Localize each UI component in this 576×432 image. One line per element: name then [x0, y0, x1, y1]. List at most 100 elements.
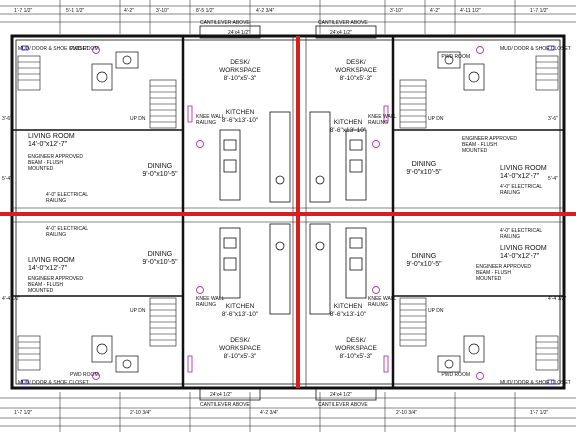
knee-wall-label-2: RAILING — [196, 120, 216, 126]
desk-label-2: WORKSPACE — [335, 345, 377, 352]
living-label: LIVING ROOM — [500, 165, 547, 172]
kitchen-dims: 8'-6"x13'-10" — [222, 117, 259, 124]
kitchen-label: KITCHEN — [226, 303, 255, 310]
desk-label-2: WORKSPACE — [335, 67, 377, 74]
dining-dims: 9'-0"x10'-5" — [406, 261, 442, 268]
beam-label-1: ENGINEER APPROVED — [28, 154, 83, 160]
kitchen-label: KITCHEN — [334, 119, 363, 126]
dining-label: DINING — [148, 251, 173, 258]
dining-label: DINING — [148, 163, 173, 170]
dining-dims: 9'-0"x10'-5" — [406, 169, 442, 176]
dim: 3'-10" — [390, 8, 403, 14]
dim: 1'-7 1/2" — [530, 8, 549, 14]
desk-label-2: WORKSPACE — [219, 67, 261, 74]
stair-note: UP DN — [428, 116, 444, 122]
kitchen-label: KITCHEN — [334, 303, 363, 310]
top-dimension-band — [0, 0, 576, 34]
knee-wall-label-1: KNEE WALL — [368, 296, 397, 302]
magenta-markers — [92, 46, 484, 380]
entry-label: MUD/ DOOR & SHOE CLOSET — [18, 46, 89, 52]
dim: 5'-1 1/2" — [66, 8, 85, 14]
dim: 1'-7 1/2" — [14, 8, 33, 14]
beam-label-2: BEAM - FLUSH — [28, 160, 63, 166]
beam-label-3: MOUNTED — [28, 166, 54, 172]
cantilever-label: CANTILEVER ABOVE — [318, 20, 368, 26]
side-dimension-text: 3'-6" 5'-4" 3'-6" 5'-4" 4'-4 1/2" 4'-4 1… — [2, 116, 567, 302]
living-label: LIVING ROOM — [28, 257, 75, 264]
dim: 4'-2 3/4" — [256, 8, 275, 14]
pwd-label: PWD ROOM — [70, 372, 99, 378]
cantilever-label: CANTILEVER ABOVE — [200, 402, 250, 408]
cantilever-label: CANTILEVER ABOVE — [318, 402, 368, 408]
electrical-label-2: RAILING — [46, 232, 66, 238]
entry-label: MUD/ DOOR & SHOE CLOSET — [500, 380, 571, 386]
dim: 3'-6" — [548, 116, 558, 122]
pwd-label: PWD ROOM — [441, 54, 470, 60]
unit-bottom-left: MUD/ DOOR & SHOE CLOSET PWD ROOM DESK/ W… — [18, 226, 262, 408]
kitchen-label: KITCHEN — [226, 109, 255, 116]
blue-markers — [21, 45, 555, 385]
pwd-label: PWD ROOM — [441, 372, 470, 378]
top-dimension-text: 1'-7 1/2" 5'-1 1/2" 4'-2" 3'-10" 8'-5 1/… — [14, 8, 549, 36]
stair-note: UP DN — [130, 308, 146, 314]
desk-label-2: WORKSPACE — [219, 345, 261, 352]
entry-label: MUD/ DOOR & SHOE CLOSET — [500, 46, 571, 52]
desk-dims: 8'-10"x5'-3" — [340, 75, 373, 82]
desk-label-1: DESK/ — [346, 59, 366, 66]
beam-label-1: ENGINEER APPROVED — [462, 136, 517, 142]
stairs — [17, 55, 559, 371]
knee-wall-label-1: KNEE WALL — [196, 114, 225, 120]
knee-wall-label-2: RAILING — [368, 302, 388, 308]
desk-dims: 8'-10"x5'-3" — [340, 353, 373, 360]
dim: 24'x4 1/2" — [330, 392, 352, 398]
beam-label-2: BEAM - FLUSH — [28, 282, 63, 288]
knee-wall-label-1: KNEE WALL — [368, 114, 397, 120]
beam-label-2: BEAM - FLUSH — [462, 142, 497, 148]
electrical-label-2: RAILING — [500, 190, 520, 196]
dining-dims: 9'-0"x10'-5" — [142, 171, 178, 178]
dining-label: DINING — [412, 161, 437, 168]
dim: 24'x4 1/2" — [330, 30, 352, 36]
living-dims: 14'-0"x12'-7" — [500, 173, 540, 180]
beam-label-1: ENGINEER APPROVED — [476, 264, 531, 270]
dim: 24'x4 1/2" — [228, 30, 250, 36]
entry-label: MUD/ DOOR & SHOE CLOSET — [18, 380, 89, 386]
dim: 5'-4" — [2, 176, 12, 182]
dim: 3'-6" — [2, 116, 12, 122]
beam-label-3: MOUNTED — [462, 148, 488, 154]
dim: 4'-2 3/4" — [260, 410, 279, 416]
beam-label-3: MOUNTED — [476, 276, 502, 282]
dim: 4'-11 1/2" — [460, 8, 481, 14]
electrical-label-1: 4'-0" ELECTRICAL — [500, 184, 542, 190]
dining-dims: 9'-0"x10'-5" — [142, 259, 178, 266]
beam-label-2: BEAM - FLUSH — [476, 270, 511, 276]
dim: 1'-7 1/2" — [530, 410, 549, 416]
dim: 2'-10 3/4" — [130, 410, 151, 416]
unit-top-right: MUD/ DOOR & SHOE CLOSET PWD ROOM DESK/ W… — [318, 20, 571, 196]
unit-top-left: MUD/ DOOR & SHOE CLOSET PWD ROOM DESK/ W… — [18, 20, 262, 204]
desk-dims: 8'-10"x5'-3" — [224, 353, 257, 360]
dim: 8'-5 1/2" — [196, 8, 215, 14]
dim: 5'-4" — [548, 176, 558, 182]
dining-label: DINING — [412, 253, 437, 260]
kitchen-dims: 8'-6"x13'-10" — [330, 127, 367, 134]
kitchen-islands — [219, 111, 367, 315]
stair-note: UP DN — [130, 116, 146, 122]
desk-label-1: DESK/ — [346, 337, 366, 344]
knee-wall-label-1: KNEE WALL — [196, 296, 225, 302]
kitchen-dims: 8'-6"x13'-10" — [222, 311, 259, 318]
dim: 24'x4 1/2" — [210, 392, 232, 398]
stair-note: UP DN — [428, 308, 444, 314]
kitchen-dims: 8'-6"x13'-10" — [330, 311, 367, 318]
living-dims: 14'-0"x12'-7" — [28, 265, 68, 272]
cantilever-label: CANTILEVER ABOVE — [200, 20, 250, 26]
dim: 2'-10 3/4" — [396, 410, 417, 416]
electrical-label-1: 4'-0" ELECTRICAL — [46, 226, 88, 232]
beam-label-3: MOUNTED — [28, 288, 54, 294]
electrical-label-2: RAILING — [46, 198, 66, 204]
living-label: LIVING ROOM — [500, 245, 547, 252]
unit-bottom-right: MUD/ DOOR & SHOE CLOSET PWD ROOM DESK/ W… — [318, 228, 571, 408]
living-dims: 14'-0"x12'-7" — [28, 141, 68, 148]
dim: 4'-2" — [124, 8, 134, 14]
